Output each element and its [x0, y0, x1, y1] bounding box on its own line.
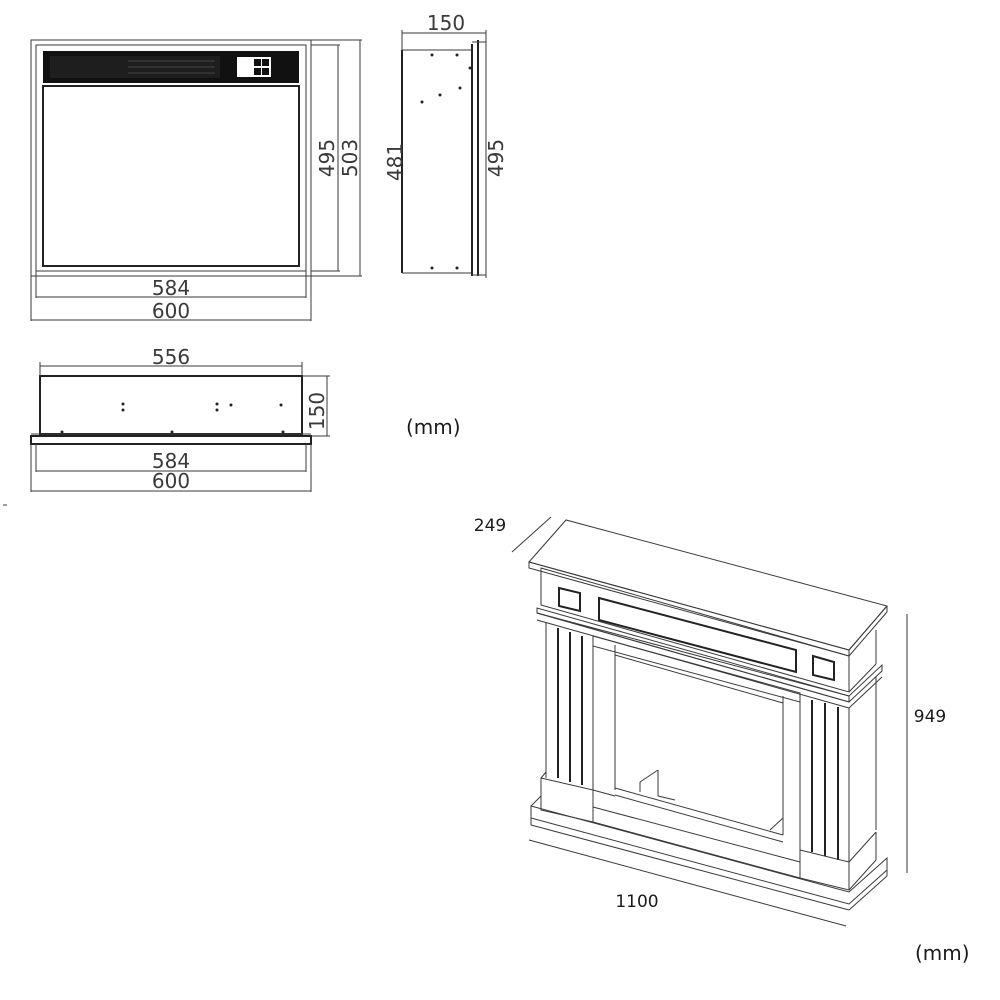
button-icon: [254, 59, 261, 66]
frieze-panel: [598, 596, 797, 674]
mantel-depth-label: 249: [474, 516, 506, 536]
mantel-unit-label: (mm): [915, 941, 970, 965]
top-body: [39, 375, 303, 435]
top-body-width-label: 556: [152, 345, 190, 369]
top-depth-label: 150: [305, 392, 329, 430]
mantel-width-label: 1100: [615, 892, 658, 912]
frieze-block-left: [558, 586, 581, 613]
dim-line-249: [511, 516, 552, 553]
side-view: 150 481 495: [383, 11, 508, 278]
top-view: 556 150 584 600: [3, 345, 330, 506]
mantel-top-slab: [528, 519, 888, 651]
front-glass-panel: [42, 85, 300, 267]
top-frame-plate: [30, 435, 312, 445]
side-body-height-label: 481: [383, 143, 407, 181]
front-inner-frame: [35, 44, 307, 272]
insert-unit-label: (mm): [406, 415, 461, 439]
button-icon: [262, 59, 269, 66]
side-frame-height-label: 495: [484, 139, 508, 177]
mantel-isometric: 249 949 1100: [474, 516, 946, 927]
dim-line-1100: [528, 839, 847, 927]
mantel-height-label: 949: [914, 707, 946, 727]
front-inner-height-label: 495: [315, 139, 339, 177]
button-icon: [254, 68, 261, 75]
front-view: 584 600 495 503: [30, 39, 362, 323]
front-outer-frame: [30, 39, 312, 277]
front-outer-width-label: 600: [152, 299, 190, 323]
front-outer-height-label: 503: [338, 139, 362, 177]
top-outer-width-label: 600: [152, 469, 190, 493]
front-inner-width-label: 584: [152, 276, 190, 300]
frieze-block-right: [812, 654, 835, 682]
top-inner-width-label: 584: [152, 449, 190, 473]
button-icon: [262, 68, 269, 75]
side-depth-label: 150: [427, 11, 465, 35]
